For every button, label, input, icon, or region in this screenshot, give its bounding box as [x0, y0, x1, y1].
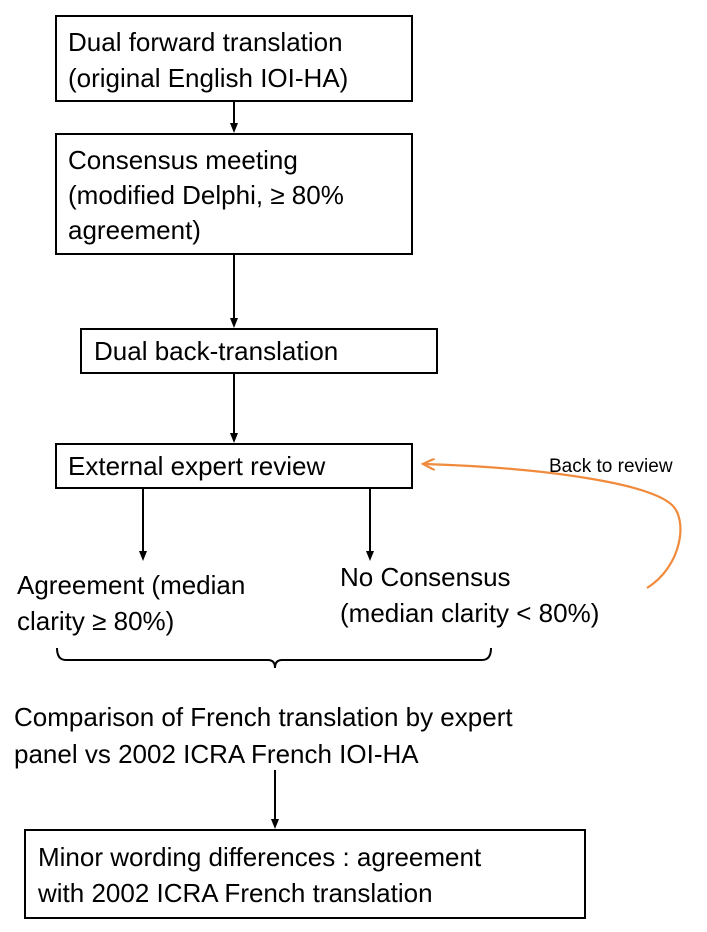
minor-differences-box: [24, 829, 586, 919]
back-translation-box: [80, 328, 438, 374]
consensus-meeting-box: [55, 133, 413, 255]
expert-review-label: External expert review: [68, 451, 326, 481]
minor-differences-line1: Minor wording differences : agreement: [38, 842, 482, 872]
forward-translation-box: [55, 15, 413, 102]
no-consensus-line2: (median clarity < 80%): [340, 598, 600, 628]
back-translation-label: Dual back-translation: [94, 336, 339, 366]
consensus-meeting-line2: (modified Delphi, ≥ 80%: [68, 180, 344, 210]
no-consensus-line1: No Consensus: [340, 562, 511, 592]
agreement-line2: clarity ≥ 80%): [17, 606, 175, 636]
forward-translation-line2: (original English IOI-HA): [68, 63, 349, 93]
minor-differences-line2: with 2002 ICRA French translation: [38, 878, 433, 908]
back-to-review-label: Back to review: [549, 456, 673, 477]
consensus-meeting-line3: agreement): [68, 215, 201, 245]
merge-bracket: [56, 647, 492, 669]
expert-review-box: [55, 443, 413, 489]
agreement-line1: Agreement (median: [17, 570, 246, 600]
comparison-line1: Comparison of French translation by expe…: [14, 702, 513, 732]
forward-translation-line1: Dual forward translation: [68, 27, 343, 57]
consensus-meeting-line1: Consensus meeting: [68, 145, 298, 175]
comparison-line2: panel vs 2002 ICRA French IOI-HA: [14, 739, 419, 769]
